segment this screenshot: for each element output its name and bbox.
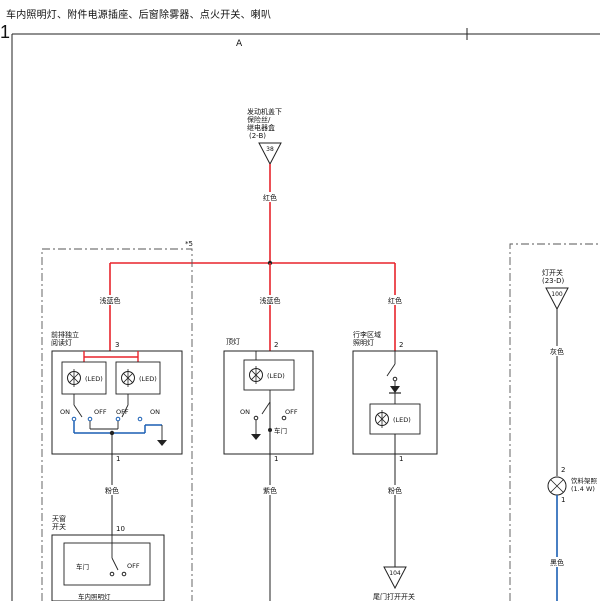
dome-lamp-led: (LED) <box>267 372 285 380</box>
ground-icon <box>157 440 167 446</box>
wire-label-bg <box>259 485 281 495</box>
ground-icon <box>251 434 261 440</box>
dome-light-label: 顶灯 <box>226 337 240 346</box>
option-boundary <box>41 248 193 601</box>
front-lamp-left-led: (LED) <box>85 375 103 383</box>
front-map-light-pin-bottom: 1 <box>116 455 120 463</box>
cargo-light-pin-top: 2 <box>399 341 403 349</box>
wire-label-bg <box>546 346 568 356</box>
front-map-light-pin-top: 3 <box>115 341 119 349</box>
tailgate-label: 尾门打开开关 <box>373 592 415 601</box>
dome-on: ON <box>240 408 250 416</box>
sunroof-off: OFF <box>127 562 140 570</box>
contact <box>109 571 115 577</box>
sunroof-pin: 10 <box>116 525 125 533</box>
front-map-light-label-1: 前排独立 <box>51 330 79 339</box>
switch-arm-icon <box>121 404 129 418</box>
light-switch-label-1: 灯开关 <box>542 268 563 277</box>
cargo-lamp-led: (LED) <box>393 416 411 424</box>
bulb-filament <box>550 479 564 493</box>
contact <box>137 416 143 422</box>
cup-holder-label: 饮料架照 <box>571 476 598 485</box>
option-boundary-right <box>509 243 600 601</box>
cup-holder-pin-top: 2 <box>561 466 565 474</box>
contact <box>281 415 287 421</box>
front-lamp-right-led: (LED) <box>139 375 157 383</box>
contact <box>115 416 121 422</box>
grid-column-a: A <box>236 39 243 49</box>
cup-holder-wattage: (1.4 W) <box>571 485 595 493</box>
wire-label-bg <box>258 192 282 202</box>
source-label-4: (2-B) <box>249 132 266 140</box>
switch-arm-icon <box>261 401 271 415</box>
page-number: 1 <box>0 22 11 42</box>
sunroof-label-2: 开关 <box>52 522 66 531</box>
cargo-light-label-2: 照明灯 <box>353 338 374 347</box>
cup-holder-pin-bottom: 1 <box>561 496 565 504</box>
diode-icon <box>390 386 400 393</box>
sunroof-label-1: 天窗 <box>52 514 66 523</box>
branch-mid-color: 浅蓝色 <box>260 296 281 305</box>
cargo-light-label-1: 行李区域 <box>353 330 381 339</box>
switch-arm-icon <box>386 363 396 377</box>
cargo-light-out-color: 粉色 <box>388 486 402 495</box>
branch-right-color: 红色 <box>388 296 402 305</box>
front-map-light-label-2: 阅读灯 <box>51 338 72 347</box>
cup-holder-out-color: 黑色 <box>550 558 564 567</box>
splice-dot <box>268 428 272 432</box>
contact <box>121 571 127 577</box>
switch-on-right: ON <box>150 408 160 416</box>
light-switch-wire-color: 灰色 <box>550 347 564 356</box>
wire-label-bg <box>546 557 568 567</box>
contact <box>253 415 259 421</box>
switch-off-left: OFF <box>94 408 107 416</box>
group-marker: *5 <box>185 240 193 248</box>
wire-label-bg <box>384 485 406 495</box>
source-label-2: 保险丝/ <box>247 115 271 124</box>
branch-left-color: 浅蓝色 <box>100 296 121 305</box>
source-label-3: 继电器盒 <box>247 123 275 132</box>
light-switch-connector: 100 <box>551 291 563 298</box>
tailgate-connector-icon <box>383 566 407 590</box>
front-map-light-out-color: 粉色 <box>105 486 119 495</box>
wire-label-bg <box>383 295 407 305</box>
dome-light-pin-bottom: 1 <box>274 455 278 463</box>
contact <box>71 416 77 422</box>
sunroof-bottom-text: 车内照明灯 <box>78 592 111 601</box>
diagram-title: 车内照明灯、附件电源插座、后窗除雾器、点火开关、喇叭 <box>6 10 272 21</box>
wire-label-bg <box>255 295 285 305</box>
contact <box>87 416 93 422</box>
dome-off: OFF <box>285 408 298 416</box>
sunroof-switch-inner <box>63 542 151 586</box>
contact <box>392 376 398 382</box>
switch-arm-icon <box>73 404 83 418</box>
cargo-light-pin-bottom: 1 <box>399 455 403 463</box>
dome-door: 车门 <box>274 426 287 435</box>
source-connector: 38 <box>266 146 274 153</box>
dome-light-pin-top: 2 <box>274 341 278 349</box>
switch-on-left: ON <box>60 408 70 416</box>
switch-off-right: OFF <box>116 408 129 416</box>
source-connector-icon <box>258 142 282 166</box>
light-switch-label-2: (23-D) <box>542 277 565 285</box>
wire-label-bg <box>95 295 125 305</box>
wire-label-bg <box>101 485 123 495</box>
tailgate-connector: 104 <box>389 570 401 577</box>
source-wire-color: 红色 <box>263 193 277 202</box>
light-switch-connector-icon <box>545 287 569 311</box>
sunroof-door: 车门 <box>76 562 89 571</box>
dome-light-out-color: 紫色 <box>263 486 277 495</box>
source-label-1: 发动机盖下 <box>247 107 282 116</box>
switch-arm-icon <box>111 557 119 571</box>
